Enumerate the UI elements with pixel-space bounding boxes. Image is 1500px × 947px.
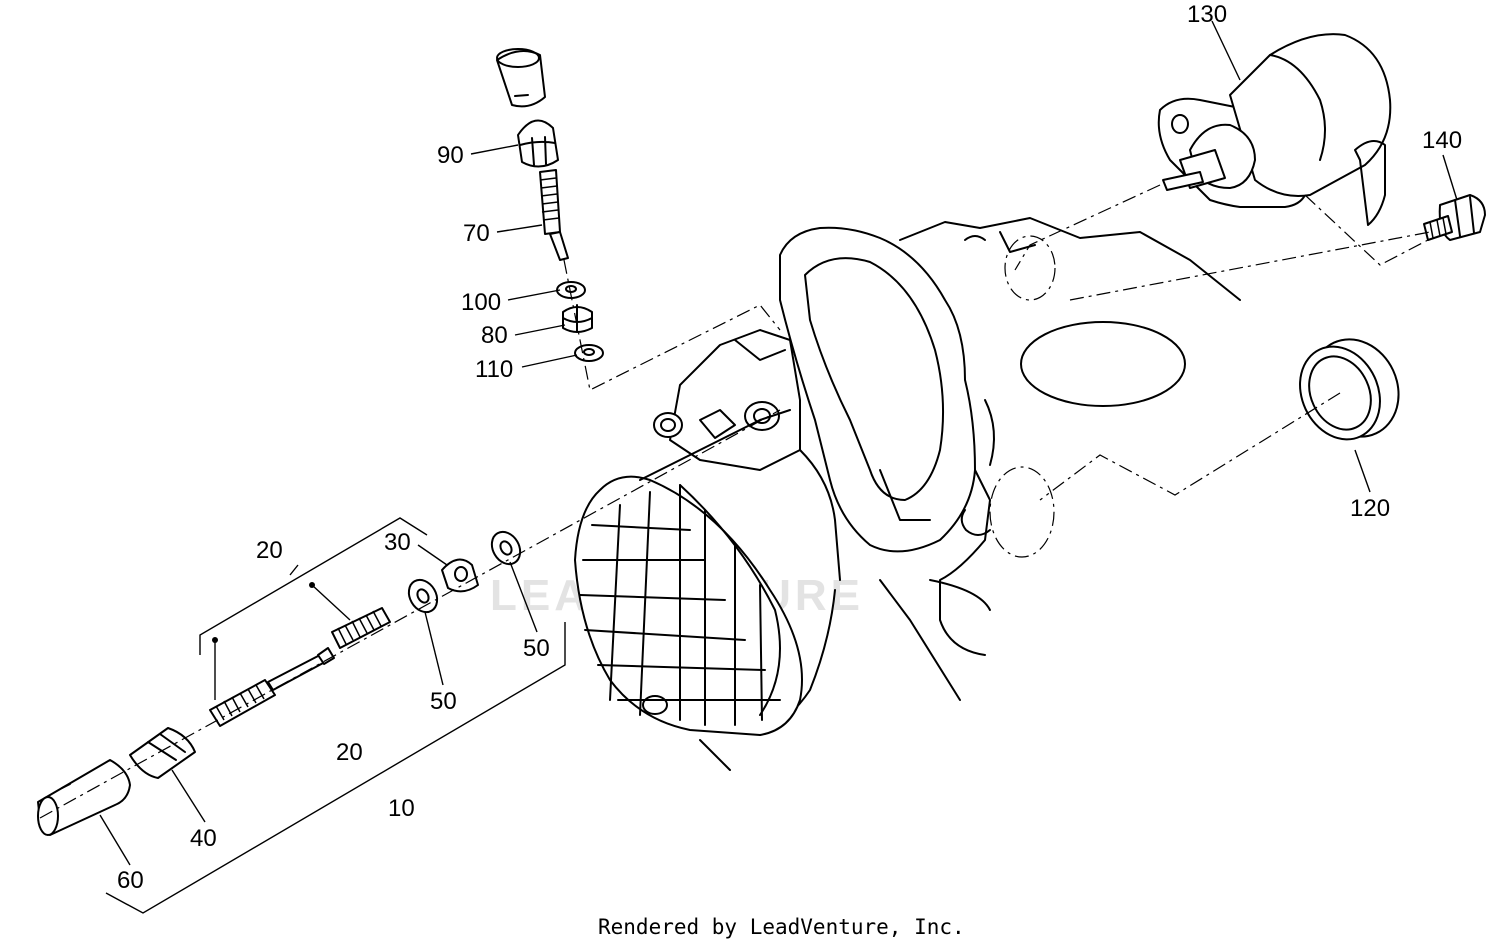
label-20-top: 20 xyxy=(256,537,283,564)
bracket-10-bottom xyxy=(105,622,566,914)
cap-60 xyxy=(37,759,131,836)
part-labels: 130 140 120 90 70 100 80 110 20 30 50 50… xyxy=(117,1,1462,894)
label-30: 30 xyxy=(384,529,411,556)
label-100: 100 xyxy=(461,289,501,316)
label-20-bottom: 20 xyxy=(336,739,363,766)
nut-30 xyxy=(441,558,479,593)
end-cover-grille xyxy=(574,409,803,736)
label-120: 120 xyxy=(1350,495,1390,522)
washer-50-right xyxy=(490,530,522,566)
cap-upper xyxy=(496,48,546,108)
label-50-right: 50 xyxy=(523,635,550,662)
label-50-left: 50 xyxy=(430,688,457,715)
bracket-20-top xyxy=(199,517,428,700)
threaded-screw-70 xyxy=(539,169,569,261)
nut-40 xyxy=(129,727,196,779)
label-40: 40 xyxy=(190,825,217,852)
rendered-by-footer: Rendered by LeadVenture, Inc. xyxy=(598,915,965,939)
label-140: 140 xyxy=(1422,127,1462,154)
label-130: 130 xyxy=(1187,1,1227,28)
seal-ring-120 xyxy=(1299,338,1400,441)
assembly-center-lines xyxy=(39,184,1431,819)
gear-case-housing xyxy=(653,217,1241,771)
nut-90 xyxy=(517,119,559,168)
spring-20 xyxy=(331,607,391,649)
label-90: 90 xyxy=(437,142,464,169)
label-80: 80 xyxy=(481,322,508,349)
label-70: 70 xyxy=(463,220,490,247)
label-60: 60 xyxy=(117,867,144,894)
washer-50-left xyxy=(407,578,439,614)
label-10: 10 xyxy=(388,795,415,822)
label-110: 110 xyxy=(475,356,513,383)
nut-80 xyxy=(562,304,593,333)
washer-110 xyxy=(574,344,604,362)
bolt-140 xyxy=(1423,194,1486,241)
leader-lines xyxy=(99,20,1458,866)
adjust-screw-20 xyxy=(209,647,335,727)
solenoid-130 xyxy=(1157,33,1392,226)
